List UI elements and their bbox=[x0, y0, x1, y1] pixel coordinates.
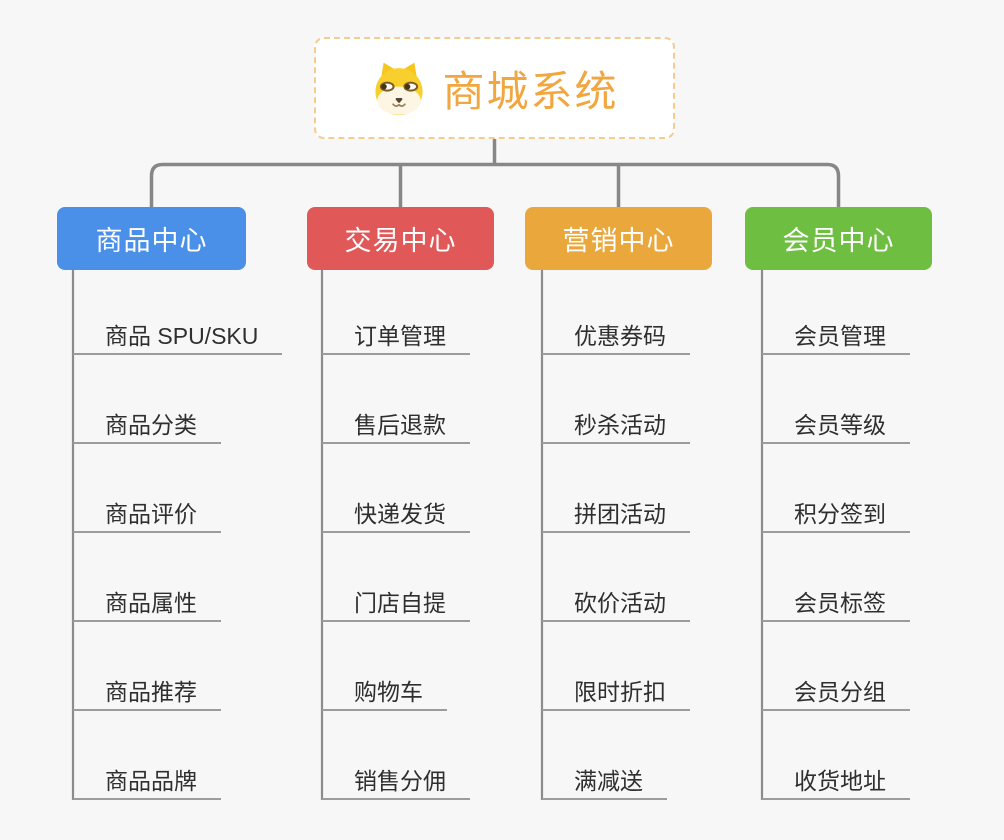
leaf-node[interactable]: 商品推荐 bbox=[73, 675, 221, 711]
leaf-node[interactable]: 秒杀活动 bbox=[542, 408, 690, 444]
leaf-node[interactable]: 购物车 bbox=[322, 675, 447, 711]
leaf-node[interactable]: 商品 SPU/SKU bbox=[73, 319, 283, 355]
leaf-node[interactable]: 会员等级 bbox=[762, 408, 910, 444]
leaf-node[interactable]: 售后退款 bbox=[322, 408, 470, 444]
branch-label: 交易中心 bbox=[344, 226, 457, 256]
branch-node-marketing-center[interactable]: 营销中心 bbox=[525, 207, 712, 270]
leaf-node[interactable]: 会员分组 bbox=[762, 675, 910, 711]
leaf-node[interactable]: 商品属性 bbox=[73, 586, 221, 622]
leaf-node[interactable]: 会员管理 bbox=[762, 319, 910, 355]
leaf-node[interactable]: 商品品牌 bbox=[73, 764, 221, 800]
doge-icon bbox=[370, 59, 428, 117]
branch-label: 会员中心 bbox=[782, 226, 895, 256]
branch-node-trade-center[interactable]: 交易中心 bbox=[307, 207, 494, 270]
branch-label: 营销中心 bbox=[562, 226, 675, 256]
branch-node-member-center[interactable]: 会员中心 bbox=[745, 207, 932, 270]
leaf-node[interactable]: 门店自提 bbox=[322, 586, 470, 622]
leaf-node[interactable]: 砍价活动 bbox=[542, 586, 690, 622]
branch-label: 商品中心 bbox=[95, 226, 208, 256]
leaf-node[interactable]: 限时折扣 bbox=[542, 675, 690, 711]
leaf-node[interactable]: 满减送 bbox=[542, 764, 667, 800]
leaf-node[interactable]: 收货地址 bbox=[762, 764, 910, 800]
leaf-node[interactable]: 会员标签 bbox=[762, 586, 910, 622]
leaf-node[interactable]: 订单管理 bbox=[322, 319, 470, 355]
leaf-node[interactable]: 商品评价 bbox=[73, 497, 221, 533]
root-title: 商城系统 bbox=[442, 67, 619, 115]
leaf-node[interactable]: 积分签到 bbox=[762, 497, 910, 533]
root-node[interactable]: 商城系统 bbox=[314, 37, 675, 139]
leaf-node[interactable]: 快递发货 bbox=[322, 497, 470, 533]
leaf-node[interactable]: 优惠券码 bbox=[542, 319, 690, 355]
branch-node-product-center[interactable]: 商品中心 bbox=[57, 207, 246, 270]
leaf-node[interactable]: 销售分佣 bbox=[322, 764, 470, 800]
leaf-node[interactable]: 商品分类 bbox=[73, 408, 221, 444]
leaf-node[interactable]: 拼团活动 bbox=[542, 497, 690, 533]
